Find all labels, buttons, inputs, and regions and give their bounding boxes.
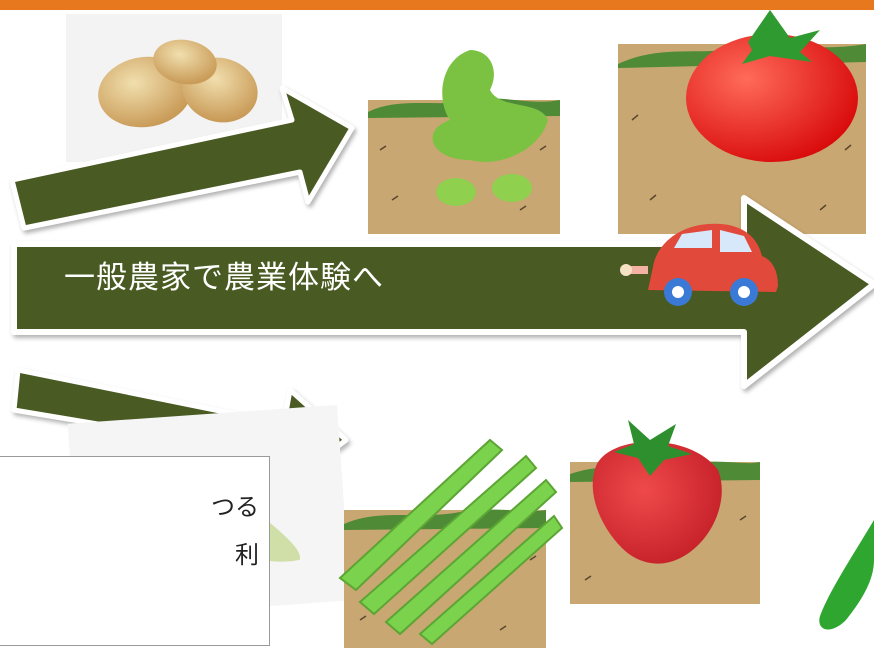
text-box: つる 利 [0,456,270,646]
strawberry-icon [570,420,760,604]
asparagus-icon [338,438,564,648]
upper-arrow [9,85,355,231]
text-line-1: つる [211,493,259,521]
banner-label: 一般農家で農業体験へ [64,260,384,296]
accent-bar [0,0,874,10]
edamame-icon [368,50,560,234]
car-icon [620,223,778,306]
text-line-2: 利 [235,541,259,569]
cucumber-icon [819,520,874,630]
